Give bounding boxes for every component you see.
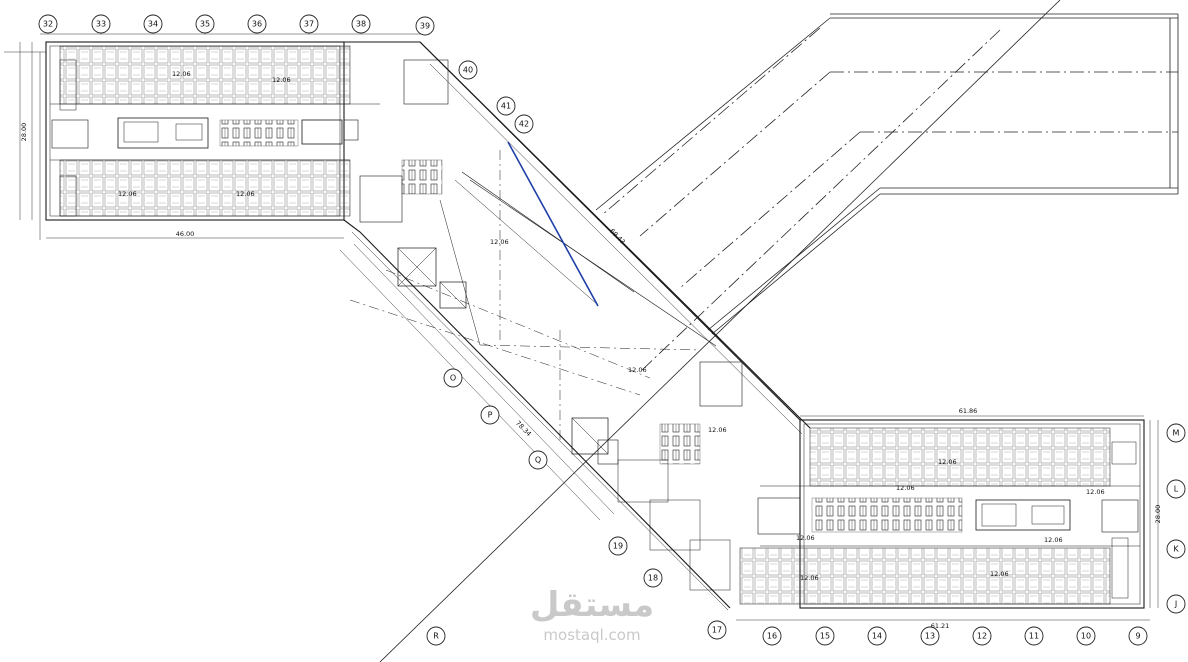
dim-right-depth: 28.00 [1154,505,1162,524]
grid-bubble-top-37-label: 37 [304,20,314,29]
dim-top-length: 46.00 [176,230,195,238]
grid-bubble-right-M-label: M [1173,429,1180,438]
dim-diag-outer: 78.34 [514,419,533,438]
grid-bubble-right-L: L [1166,479,1186,499]
grid-bubble-diag-R-label: R [433,632,439,641]
level-marker: 12.06 [990,570,1009,578]
grid-bubble-top-33: 33 [91,14,111,34]
level-marker: 12.06 [490,238,509,246]
grid-bubble-top-38-label: 38 [356,20,366,29]
grid-bubble-top-32-label: 32 [43,20,53,29]
grid-bubble-top-34: 34 [143,14,163,34]
grid-bubbles-bottom: 17 16 15 14 13 12 11 10 9 [707,620,1148,646]
grid-bubble-top-37: 37 [299,14,319,34]
level-marker: 12.06 [1086,488,1105,496]
level-marker: 12.06 [172,70,191,78]
level-marker: 12.06 [236,190,255,198]
grid-bubble-diag-19: 19 [608,536,628,556]
grid-bubble-diag-R: R [426,626,446,646]
grid-bubble-top-40: 40 [458,60,478,80]
grid-bubble-right-J-label: J [1174,600,1177,609]
grid-bubble-bottom-10-label: 10 [1081,632,1091,641]
level-marker: 12.06 [628,366,647,374]
watermark-arabic: مستقل [530,585,654,625]
grid-bubble-bottom-12-label: 12 [977,632,987,641]
grid-bubbles-diagonal: O P Q R 18 19 [426,368,663,646]
grid-bubble-bottom-17-label: 17 [712,626,722,635]
grid-bubble-diag-19-label: 19 [613,542,623,551]
upper-left-wing [45,41,380,221]
grid-bubble-bottom-15: 15 [815,626,835,646]
grid-bubble-diag-Q: Q [528,450,548,470]
grid-bubble-top-40-label: 40 [463,66,473,75]
grid-bubble-diag-18: 18 [643,568,663,588]
grid-bubble-bottom-15-label: 15 [820,632,830,641]
grid-bubble-bottom-16: 16 [762,626,782,646]
grid-bubble-top-36-label: 36 [252,20,262,29]
dim-right-top: 61.86 [959,407,978,415]
dimension-lines [4,33,1159,621]
grid-bubble-top-39: 39 [415,16,435,36]
grid-bubble-bottom-11: 11 [1024,626,1044,646]
grid-bubbles-top: 32 33 34 35 36 37 38 39 40 41 42 [38,14,534,134]
grid-bubble-bottom-13: 13 [920,626,940,646]
grid-bubble-bottom-11-label: 11 [1029,632,1039,641]
level-marker: 12.06 [708,426,727,434]
lower-right-wing [739,419,1145,609]
grid-bubble-bottom-14-label: 14 [872,632,882,641]
grid-bubble-bottom-12: 12 [972,626,992,646]
grid-bubble-bottom-9-label: 9 [1135,632,1140,641]
level-marker: 12.06 [796,534,815,542]
grid-bubble-bottom-9: 9 [1128,626,1148,646]
grid-bubble-top-32: 32 [38,14,58,34]
accent-line [507,141,599,307]
grid-bubble-diag-18-label: 18 [648,574,658,583]
grid-bubble-top-38: 38 [351,14,371,34]
grid-bubble-diag-Q-label: Q [535,456,541,465]
grid-bubble-top-41-label: 41 [501,102,511,111]
grid-bubble-top-42-label: 42 [519,120,529,129]
level-markers: 12.06 12.06 12.06 12.06 12.06 12.06 12.06 12.06… [118,70,1105,582]
grid-bubble-top-33-label: 33 [96,20,106,29]
level-marker: 12.06 [272,76,291,84]
grid-bubble-diag-O-label: O [450,374,456,383]
grid-bubble-top-35: 35 [195,14,215,34]
grid-bubble-right-L-label: L [1174,485,1179,494]
dim-left-depth: 28.00 [20,123,28,142]
level-marker: 12.06 [800,574,819,582]
grid-bubble-bottom-10: 10 [1076,626,1096,646]
grid-bubble-top-41: 41 [496,96,516,116]
dim-right-bottom: 61.21 [931,622,950,630]
level-marker: 12.06 [938,458,957,466]
grid-bubble-top-35-label: 35 [200,20,210,29]
diagonal-wing [343,41,811,611]
grid-bubble-bottom-14: 14 [867,626,887,646]
grid-bubble-right-K-label: K [1173,545,1179,554]
grid-bubble-top-42: 42 [514,114,534,134]
grid-bubbles-right: M L K J [1166,423,1186,614]
grid-bubble-right-K: K [1166,539,1186,559]
level-marker: 12.06 [1044,536,1063,544]
grid-bubble-top-39-label: 39 [420,22,430,31]
grid-bubble-bottom-17: 17 [707,620,727,640]
grid-bubble-diag-P-label: P [488,411,493,420]
grid-bubble-bottom-13-label: 13 [925,632,935,641]
grid-bubble-top-36: 36 [247,14,267,34]
level-marker: 12.06 [896,484,915,492]
grid-bubble-right-J: J [1166,594,1186,614]
grid-bubble-right-M: M [1166,423,1186,443]
road-lines [379,0,1179,662]
level-marker: 12.06 [118,190,137,198]
grid-bubble-diag-O: O [443,368,463,388]
grid-bubble-diag-P: P [480,405,500,425]
grid-bubble-bottom-16-label: 16 [767,632,777,641]
grid-bubble-top-34-label: 34 [148,20,158,29]
watermark-latin: mostaql.com [543,626,640,644]
